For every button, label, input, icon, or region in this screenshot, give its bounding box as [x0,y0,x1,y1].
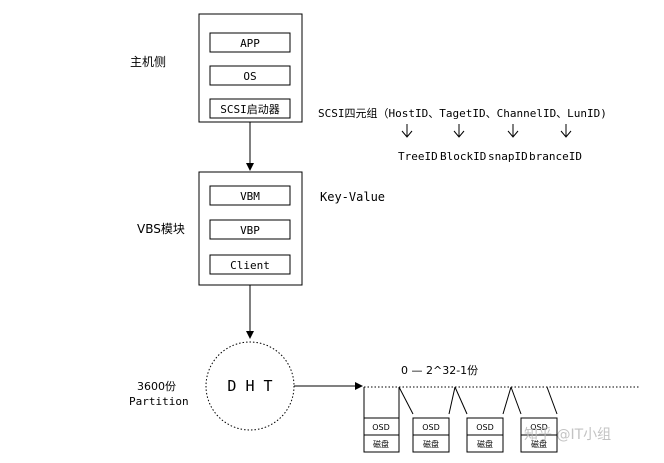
svg-text:APP: APP [240,37,260,50]
host-side-label: 主机侧 [130,55,166,69]
vbs-item-vbp: VBP [209,219,291,240]
target-branceid: branceID [529,150,582,163]
svg-text:VBM: VBM [240,190,260,203]
storage-node-1: OSD 磁盘 [363,417,400,453]
target-blockid: BlockID [440,150,486,163]
disk-label: 磁盘 [373,439,389,449]
partition-count: 3600份 [137,380,176,393]
scsi-tuple-arrows [401,124,572,138]
vbs-item-vbm: VBM [209,185,291,206]
scsi-tuple-label: SCSI四元组（HostID、TagetID、ChannelID、LunID) [318,106,607,120]
svg-text:Client: Client [230,259,270,272]
osd-label: OSD [476,423,494,432]
storage-node-2: OSD 磁盘 [412,417,450,453]
svg-text:VBP: VBP [240,224,260,237]
osd-label: OSD [422,423,440,432]
svg-text:OS: OS [243,70,256,83]
host-item-scsi-initiator: SCSI启动器 [209,98,291,119]
key-value-label: Key-Value [320,190,385,204]
disk-label: 磁盘 [477,439,493,449]
host-item-os: OS [209,65,291,86]
target-treeid: TreeID [398,150,438,163]
storage-node-4: OSD 磁盘 [520,417,558,453]
vbs-item-client: Client [209,254,291,275]
host-item-app: APP [209,32,291,53]
osd-label: OSD [372,423,390,432]
disk-label: 磁盘 [423,439,439,449]
dht-label: D H T [227,377,272,395]
watermark: 知乎 @IT小组 [524,426,611,443]
svg-text:SCSI启动器: SCSI启动器 [220,103,280,116]
range-label: 0 — 2^32-1份 [401,364,478,377]
vbs-side-label: VBS模块 [137,222,185,236]
osd-label: OSD [530,423,548,432]
target-snapid: snapID [488,150,528,163]
partition-label: Partition [129,395,189,408]
storage-node-3: OSD 磁盘 [466,417,504,453]
disk-label: 磁盘 [531,439,547,449]
